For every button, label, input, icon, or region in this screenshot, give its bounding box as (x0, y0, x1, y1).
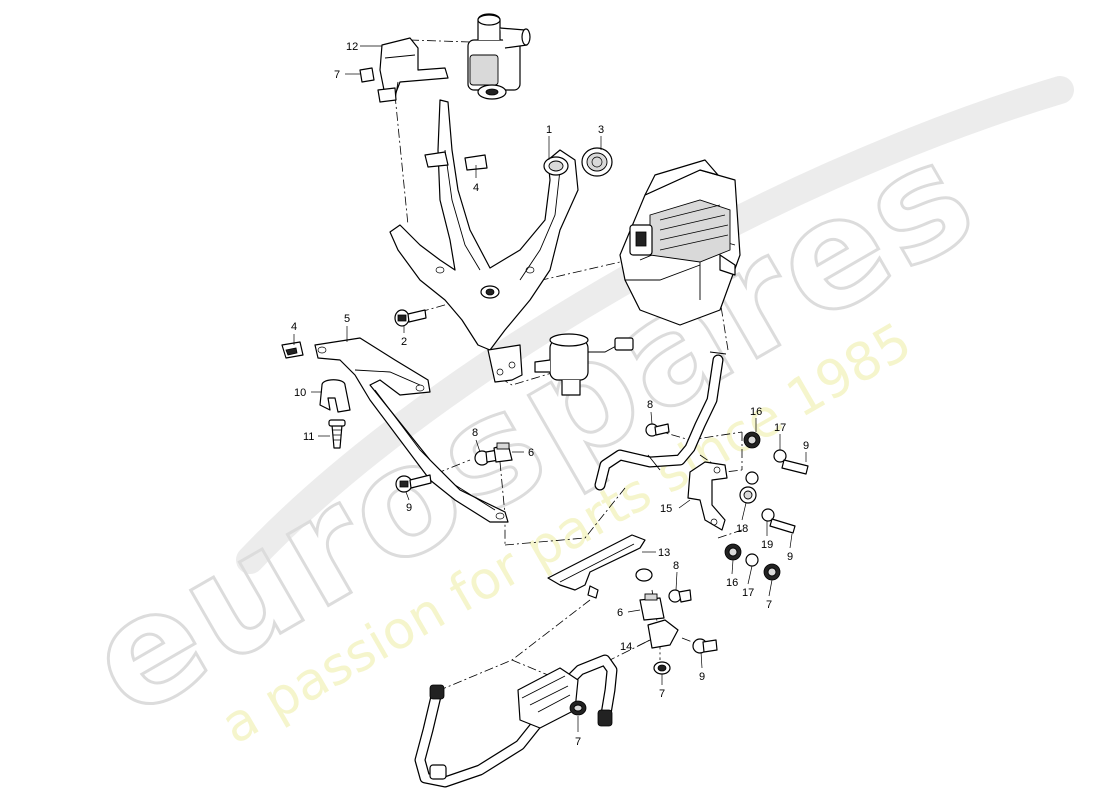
main-bracket (389, 99, 579, 383)
screw-2 (394, 309, 427, 327)
screw-9-center (395, 474, 432, 493)
callout-13: 13 (658, 547, 670, 559)
bracket-15 (687, 461, 728, 531)
callout-17: 17 (774, 422, 786, 434)
callout-8: 8 (673, 560, 679, 572)
callout-7: 7 (766, 599, 772, 611)
callout-3: 3 (598, 124, 604, 136)
valve-bracket-assembly (379, 13, 531, 101)
callout-5: 5 (344, 313, 350, 325)
mount-lower (639, 589, 718, 675)
pump (534, 333, 634, 396)
callout-9: 9 (406, 502, 412, 514)
callout-6: 6 (528, 447, 534, 459)
watermark-brand: eurospares (61, 106, 1004, 751)
callout-16: 16 (750, 406, 762, 418)
callout-15: 15 (660, 503, 672, 515)
callout-11: 11 (303, 431, 314, 443)
callout-8: 8 (472, 427, 478, 439)
clip-nut-top (359, 67, 397, 103)
callout-19: 19 (761, 539, 773, 551)
callout-9: 9 (787, 551, 793, 563)
callout-12: 12 (346, 41, 358, 53)
hose-right (594, 351, 727, 491)
callouts: 12 7 1 3 4 2 5 4 10 11 8 6 9 8 16 17 9 1… (291, 41, 809, 748)
watermark-swoosh (236, 76, 1074, 574)
callout-10: 10 (294, 387, 306, 399)
clip-left (281, 341, 304, 359)
callout-7: 7 (575, 736, 581, 748)
leader-lines (293, 45, 807, 732)
callout-8: 8 (647, 399, 653, 411)
callout-9: 9 (803, 440, 809, 452)
callout-14: 14 (620, 641, 632, 653)
bolt-11 (328, 419, 346, 449)
hose-lower (414, 654, 618, 788)
callout-16: 16 (726, 577, 738, 589)
callout-4: 4 (291, 321, 297, 333)
callout-6: 6 (617, 607, 623, 619)
callout-4: 4 (473, 182, 479, 194)
clamp (319, 379, 351, 413)
callout-2: 2 (401, 336, 407, 348)
callout-7: 7 (334, 69, 340, 81)
control-unit (619, 159, 741, 326)
callout-1: 1 (546, 124, 552, 136)
callout-17: 17 (742, 587, 754, 599)
mount-center (474, 442, 513, 466)
callout-18: 18 (736, 523, 748, 535)
grommet (581, 147, 613, 177)
callout-9: 9 (699, 671, 705, 683)
callout-7: 7 (659, 688, 665, 700)
bracket-13 (547, 534, 653, 599)
lower-bracket (314, 337, 509, 523)
